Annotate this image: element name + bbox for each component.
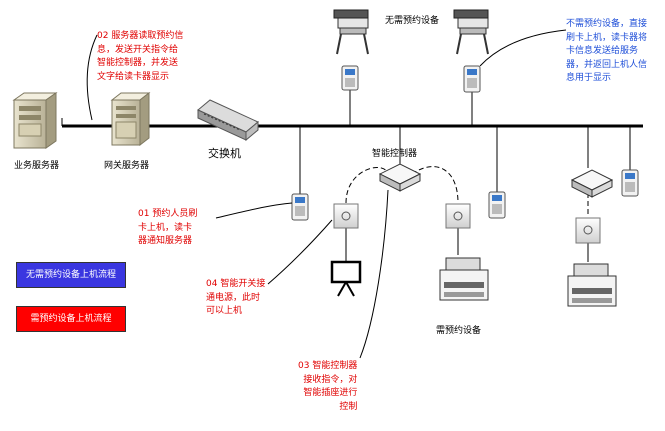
smart-controller-label: 智能控制器 (372, 149, 418, 159)
gateway-server-label: 网关服务器 (104, 161, 150, 171)
business-server-icon (12, 92, 58, 149)
note-no-reservation-flow: 不需预约设备，直接 刷卡上机，读卡器将 卡信息发送给服务 器，并返回上机人信 息… (566, 19, 648, 83)
smart-controller-icon (378, 163, 422, 192)
plotter-icon-left (333, 9, 369, 55)
note-step-01: 01 预约人员刷 卡上机，读卡 器通知服务器 (138, 209, 198, 246)
smart-controller-icon (570, 169, 614, 198)
legend-no-reservation-flow: 无需预约设备上机流程 (16, 262, 126, 288)
smart-socket-icon (445, 203, 471, 229)
switch-label: 交换机 (208, 147, 241, 160)
card-reader-icon (621, 169, 639, 197)
copier-icon (567, 263, 617, 307)
card-reader-icon (488, 191, 506, 219)
business-server-label: 业务服务器 (14, 161, 60, 171)
note-step-03: 03 智能控制器 接收指令，对 智能插座进行 控制 (298, 361, 358, 412)
legend-reservation-flow: 需预约设备上机流程 (16, 306, 126, 332)
note-step-04: 04 智能开关接 通电源，此时 可以上机 (206, 279, 266, 316)
card-reader-icon (291, 193, 309, 221)
switch-icon (197, 99, 259, 142)
plotter-icon-right (453, 9, 489, 55)
smart-socket-icon (333, 203, 359, 229)
copier-icon (439, 257, 489, 301)
gateway-server-icon (110, 91, 151, 147)
reservation-devices-label: 需预约设备 (436, 326, 482, 336)
projection-screen-icon (330, 260, 362, 297)
no-reservation-devices-label: 无需预约设备 (385, 16, 440, 26)
card-reader-icon (463, 65, 481, 93)
note-step-02: 02 服务器读取预约信 息，发送开关指令给 智能控制器，并发送 文字给读卡器显示 (97, 31, 184, 82)
card-reader-icon (341, 65, 359, 91)
smart-socket-icon (575, 217, 601, 244)
